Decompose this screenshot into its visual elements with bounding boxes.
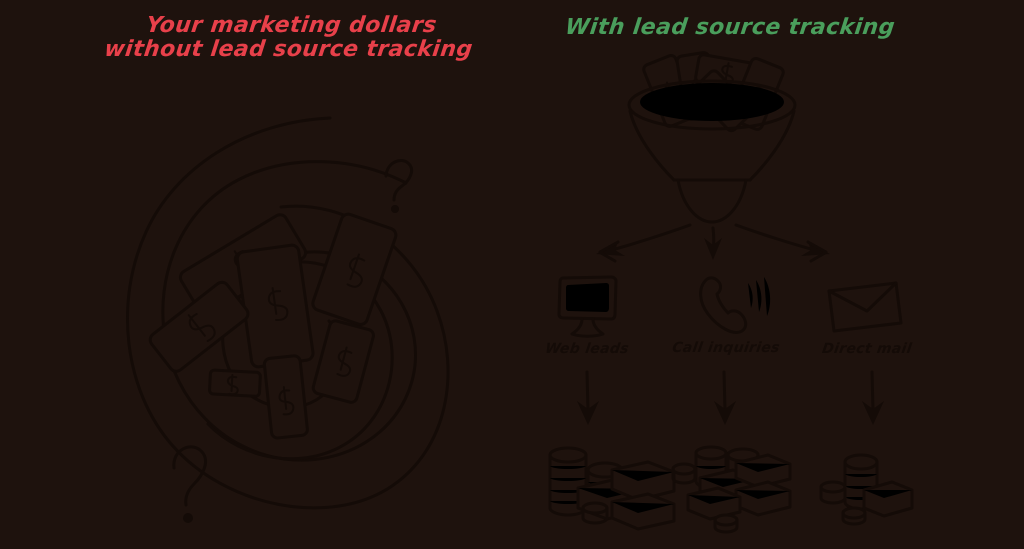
envelope-icon: [827, 281, 903, 333]
money-pile-web-leads: [548, 446, 676, 531]
result-arrow-mail: [862, 370, 884, 425]
question-mark-icon-bottom-left: [172, 445, 207, 523]
branch-arrow-left: [596, 223, 692, 263]
money-pile-direct-mail: [819, 453, 914, 526]
money-pile-call-inquiries: [671, 445, 792, 534]
question-mark-icon-top-right: [384, 159, 413, 213]
result-arrow-web: [577, 370, 599, 425]
monitor-icon: [557, 275, 618, 338]
phone-icon: [699, 276, 771, 334]
branch-arrow-right: [734, 223, 830, 263]
branch-arrow-center: [704, 226, 722, 260]
result-arrow-call: [714, 370, 736, 425]
dollar-bill-group: [148, 212, 398, 440]
funnel-icon: [627, 79, 797, 224]
